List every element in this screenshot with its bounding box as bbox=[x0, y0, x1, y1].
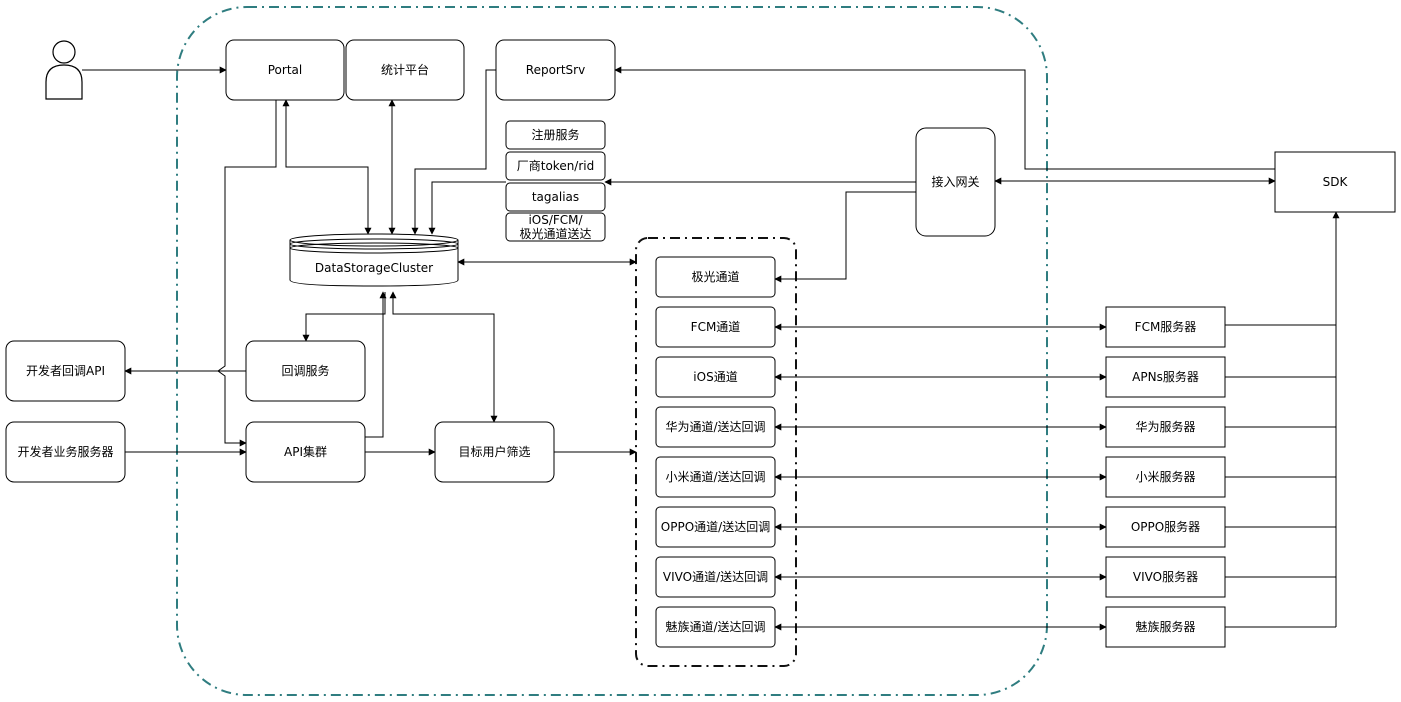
sdk-node: SDK bbox=[1274, 151, 1396, 213]
target-filter-node: 目标用户筛选 bbox=[434, 421, 555, 483]
vivo-server-label: VIVO服务器 bbox=[1133, 569, 1198, 584]
sdk-label: SDK bbox=[1323, 175, 1349, 189]
storage-cluster-node: DataStorageCluster bbox=[289, 233, 459, 287]
callback-node: 回调服务 bbox=[245, 340, 366, 402]
jg-channel-label: 极光通道 bbox=[691, 270, 739, 284]
ios-fcm-jg-label-1: iOS/FCM/ bbox=[528, 213, 583, 227]
fcm-server-node: FCM服务器 bbox=[1105, 306, 1226, 348]
dev-callback-api-label: 开发者回调API bbox=[26, 363, 105, 378]
ios-fcm-jg-node: iOS/FCM/极光通道送达 bbox=[505, 212, 606, 242]
edge-portal-storage bbox=[282, 99, 372, 235]
reportsrv-label: ReportSrv bbox=[526, 63, 585, 77]
huawei-server-node: 华为服务器 bbox=[1105, 406, 1226, 448]
edge-storage-target bbox=[389, 291, 498, 423]
oppo-channel-label: OPPO通道/送达回调 bbox=[661, 519, 770, 534]
tagalias-label: tagalias bbox=[532, 190, 579, 204]
edge-sdk-report bbox=[614, 66, 1275, 170]
meizu-server-node: 魅族服务器 bbox=[1105, 606, 1226, 648]
huawei-channel-label: 华为通道/送达回调 bbox=[665, 419, 765, 434]
edge-storage-callback bbox=[302, 292, 386, 342]
vivo-server-node: VIVO服务器 bbox=[1105, 556, 1226, 598]
meizu-server-label: 魅族服务器 bbox=[1135, 619, 1195, 634]
edge-services-storage bbox=[428, 181, 506, 235]
storage-cluster-label: DataStorageCluster bbox=[315, 261, 433, 275]
oppo-server-node: OPPO服务器 bbox=[1105, 506, 1226, 548]
vendor-token-label: 厂商token/rid bbox=[517, 158, 595, 173]
huawei-server-label: 华为服务器 bbox=[1135, 419, 1195, 434]
xiaomi-server-label: 小米服务器 bbox=[1135, 469, 1195, 484]
vendor-token-node: 厂商token/rid bbox=[505, 151, 606, 181]
fcm-channel-label: FCM通道 bbox=[691, 320, 741, 334]
channel-group-boundary bbox=[635, 237, 797, 667]
fcm-channel-node: FCM通道 bbox=[655, 306, 776, 348]
edge-portal-api bbox=[217, 100, 277, 447]
connection-edges bbox=[82, 66, 1340, 631]
target-filter-label: 目标用户筛选 bbox=[458, 444, 530, 459]
meizu-channel-label: 魅族通道/送达回调 bbox=[665, 619, 765, 634]
jg-channel-node: 极光通道 bbox=[655, 256, 776, 298]
ios-channel-label: iOS通道 bbox=[693, 370, 737, 384]
user-icon bbox=[45, 40, 83, 100]
edge-report-storage bbox=[411, 69, 496, 235]
vivo-channel-node: VIVO通道/送达回调 bbox=[655, 556, 776, 598]
ios-channel-node: iOS通道 bbox=[655, 356, 776, 398]
apns-server-label: APNs服务器 bbox=[1132, 369, 1199, 384]
stats-node: 统计平台 bbox=[345, 39, 465, 101]
register-label: 注册服务 bbox=[531, 127, 579, 142]
register-node: 注册服务 bbox=[505, 120, 606, 150]
oppo-server-label: OPPO服务器 bbox=[1131, 519, 1200, 534]
api-cluster-node: API集群 bbox=[245, 421, 366, 483]
xiaomi-channel-node: 小米通道/送达回调 bbox=[655, 456, 776, 498]
platform-boundary bbox=[176, 6, 1048, 696]
api-cluster-label: API集群 bbox=[284, 444, 327, 459]
stats-label: 统计平台 bbox=[381, 62, 429, 77]
callback-label: 回调服务 bbox=[281, 363, 329, 378]
dev-server-node: 开发者业务服务器 bbox=[5, 421, 126, 483]
edge-gateway-jg bbox=[774, 191, 916, 283]
meizu-channel-node: 魅族通道/送达回调 bbox=[655, 606, 776, 648]
reportsrv-node: ReportSrv bbox=[495, 39, 616, 101]
oppo-channel-node: OPPO通道/送达回调 bbox=[655, 506, 776, 548]
tagalias-node: tagalias bbox=[505, 182, 606, 212]
ios-fcm-jg-label-2: 极光通道送达 bbox=[519, 226, 591, 241]
gateway-node: 接入网关 bbox=[915, 127, 996, 237]
xiaomi-server-node: 小米服务器 bbox=[1105, 456, 1226, 498]
gateway-label: 接入网关 bbox=[931, 174, 979, 189]
edge-api-storage bbox=[365, 291, 387, 438]
apns-server-node: APNs服务器 bbox=[1105, 356, 1226, 398]
fcm-server-label: FCM服务器 bbox=[1135, 319, 1197, 334]
dev-callback-api-node: 开发者回调API bbox=[5, 340, 126, 402]
dev-server-label: 开发者业务服务器 bbox=[17, 444, 113, 459]
portal-label: Portal bbox=[268, 63, 302, 77]
huawei-channel-node: 华为通道/送达回调 bbox=[655, 406, 776, 448]
xiaomi-channel-label: 小米通道/送达回调 bbox=[665, 469, 765, 484]
vivo-channel-label: VIVO通道/送达回调 bbox=[663, 569, 768, 584]
portal-node: Portal bbox=[225, 39, 345, 101]
